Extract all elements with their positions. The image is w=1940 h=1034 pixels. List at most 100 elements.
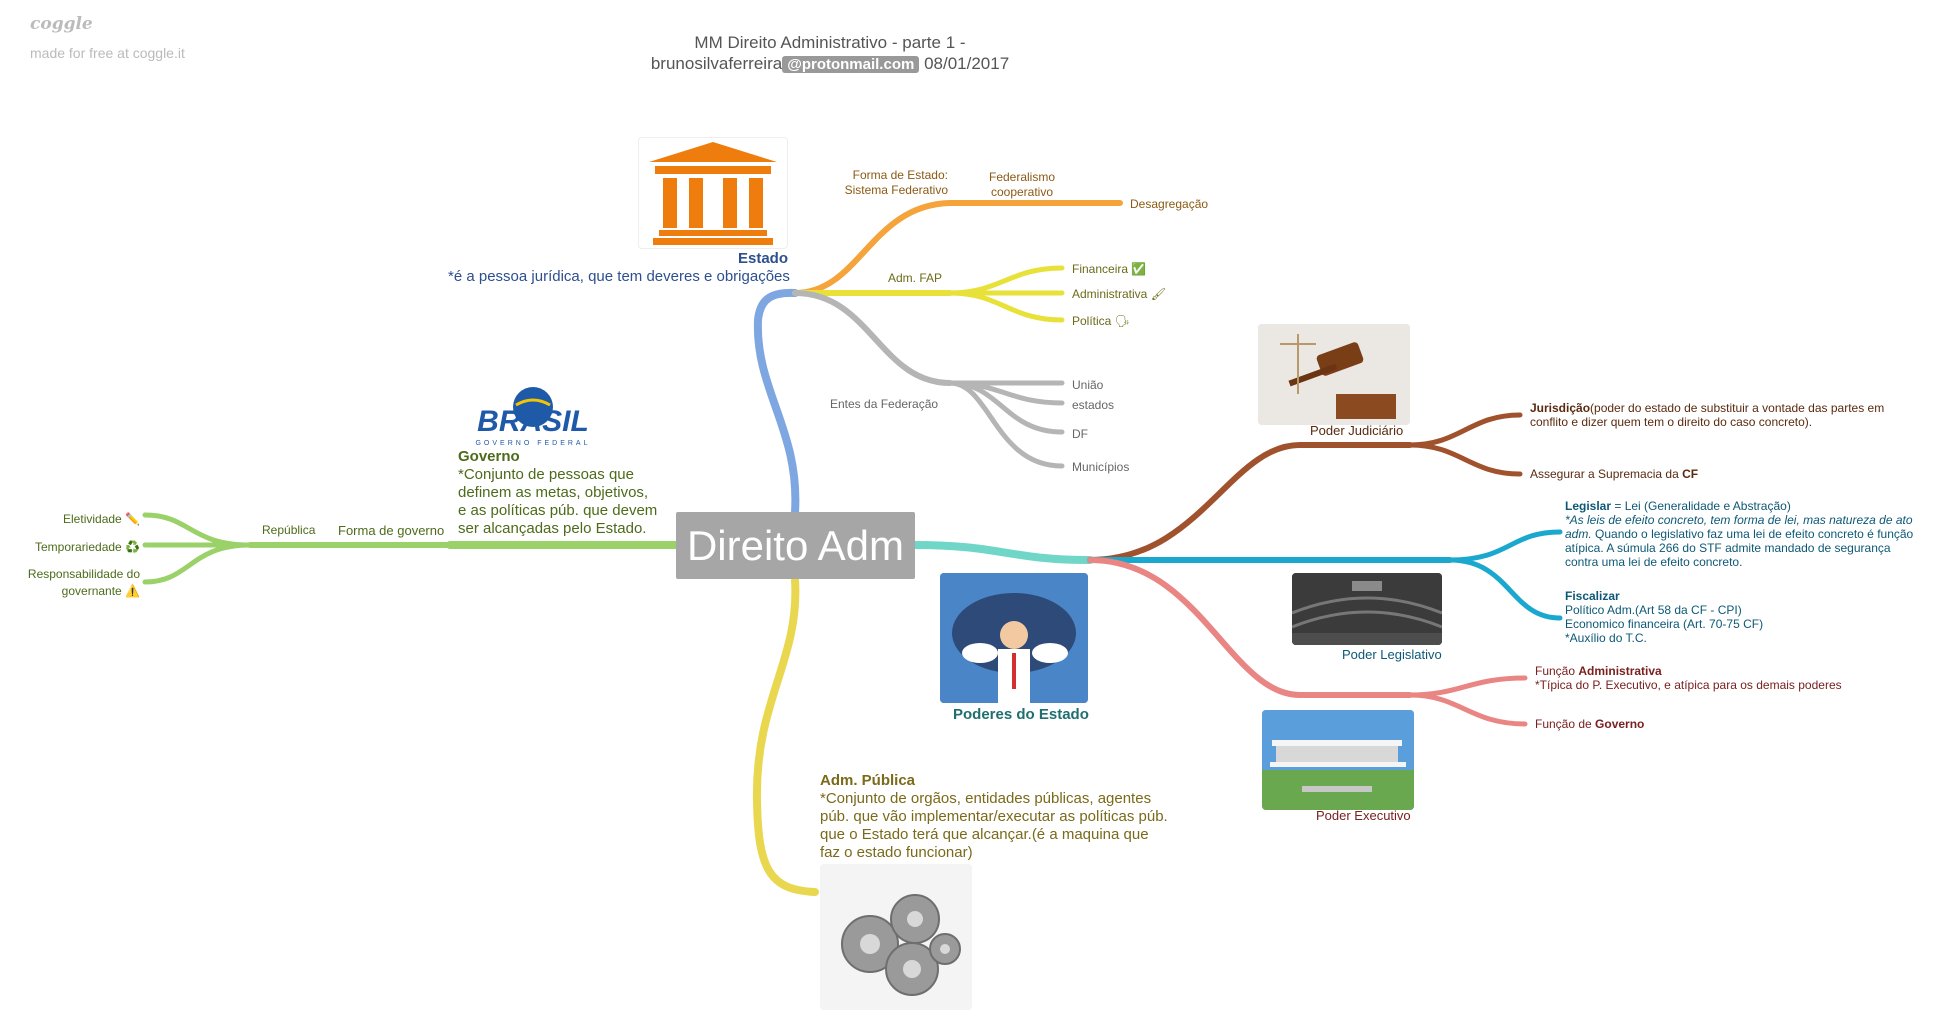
branch-jurisdicao xyxy=(1407,412,1523,448)
brasil-logo-sub: GOVERNO FEDERAL xyxy=(475,440,590,447)
governo-heading[interactable]: Governo xyxy=(458,448,520,465)
central-node[interactable]: Direito Adm xyxy=(676,512,915,579)
title-line2: brunosilvaferreira@protonmail.com 08/01/… xyxy=(590,53,1070,75)
branch-poderes xyxy=(911,541,1094,564)
legislar-text[interactable]: Legislar = Lei (Generalidade e Abstração… xyxy=(1565,499,1913,569)
funcao-administrativa-text[interactable]: Função Administrativa *Típica do P. Exec… xyxy=(1535,664,1842,692)
branch-funcao-gov xyxy=(1407,692,1528,727)
fap-politica[interactable]: Política 🗣 xyxy=(1072,314,1130,328)
branch-judiciario xyxy=(1087,442,1413,563)
judiciario-image xyxy=(1258,324,1410,425)
estado-building-image xyxy=(638,137,788,249)
governo-desc: *Conjunto de pessoas que definem as meta… xyxy=(458,466,657,538)
fiscalizar-line3: *Auxílio do T.C. xyxy=(1565,631,1647,645)
congress-icon xyxy=(1292,573,1442,645)
adm-publica-desc-line2: púb. que vão implementar/executar as pol… xyxy=(820,808,1168,825)
branch-funcao-adm xyxy=(1407,675,1528,698)
brasil-logo: BRASIL GOVERNO FEDERAL xyxy=(458,385,608,448)
poderes-image xyxy=(940,573,1088,703)
gavel-icon xyxy=(1258,324,1410,425)
adm-publica-heading[interactable]: Adm. Pública xyxy=(820,772,916,789)
entes-label[interactable]: Entes da Federação xyxy=(830,397,939,411)
fiscalizar-text[interactable]: Fiscalizar Político Adm.(Art 58 da CF - … xyxy=(1565,589,1763,645)
brasil-logo-text: BRASIL xyxy=(477,405,589,438)
entes-uniao[interactable]: União xyxy=(1072,378,1104,392)
building-icon xyxy=(649,142,777,245)
judiciario-label[interactable]: Poder Judiciário xyxy=(1310,423,1404,438)
gears-icon xyxy=(841,894,961,996)
responsabilidade-line1: Responsabilidade do xyxy=(27,567,140,581)
branch-assegurar xyxy=(1407,442,1523,477)
governo-desc-line1: *Conjunto de pessoas que xyxy=(458,466,634,483)
jurisdicao-bold: Jurisdição xyxy=(1530,401,1591,415)
branch-responsabilidade xyxy=(142,542,253,585)
fap-administrativa[interactable]: Administrativa 🖌 xyxy=(1072,287,1166,301)
title-user: brunosilvaferreira xyxy=(650,54,783,73)
federalismo-line1: Federalismo xyxy=(988,170,1056,184)
forma-governo-label[interactable]: Forma de governo xyxy=(338,523,445,538)
fiscalizar-line1: Político Adm.(Art 58 da CF - CPI) xyxy=(1565,603,1742,617)
executivo-image xyxy=(1262,710,1414,810)
adm-publica-desc: *Conjunto de orgãos, entidades públicas,… xyxy=(820,790,1168,862)
fap-financeira[interactable]: Financeira ✅ xyxy=(1072,262,1147,276)
responsabilidade-line2: governante ⚠️ xyxy=(61,584,140,598)
branch-fap-pol xyxy=(947,290,1065,323)
administrativa-bold: Administrativa xyxy=(1578,664,1662,678)
branch-executivo xyxy=(1087,557,1413,698)
legislar-rest: = Lei (Generalidade e Abstração) xyxy=(1611,499,1791,513)
coggle-logo[interactable]: coggle xyxy=(30,14,93,34)
branch-legislar xyxy=(1447,529,1563,563)
legislativo-label[interactable]: Poder Legislativo xyxy=(1342,647,1442,662)
funcao-adm-line1: Função Administrativa xyxy=(1535,664,1842,678)
legislar-quando: Quando o legislativo faz uma lei de efei… xyxy=(1591,527,1914,541)
responsabilidade-label[interactable]: Responsabilidade do governante ⚠️ xyxy=(0,566,140,600)
governo-desc-line4: ser alcançadas pelo Estado. xyxy=(458,520,647,537)
planalto-icon xyxy=(1262,710,1414,810)
legislar-bold: Legislar xyxy=(1565,499,1612,513)
fiscalizar-bold: Fiscalizar xyxy=(1565,589,1620,603)
desagregacao-label[interactable]: Desagregação xyxy=(1130,197,1209,211)
branch-fiscalizar xyxy=(1447,557,1563,621)
federalismo-line2: cooperativo xyxy=(990,185,1054,199)
temporariedade-label[interactable]: Temporariedade ♻️ xyxy=(35,540,140,554)
governo-bold: Governo xyxy=(1595,717,1645,731)
forma-estado-line1: Forma de Estado: xyxy=(852,168,948,182)
jurisdicao-line1: Jurisdição(poder do estado de substituir… xyxy=(1530,401,1884,415)
legislar-adm: adm. xyxy=(1565,527,1592,541)
entes-df[interactable]: DF xyxy=(1072,427,1088,441)
title-line1: MM Direito Administrativo - parte 1 - xyxy=(694,33,966,52)
governo-desc-line2: definem as metas, objetivos, xyxy=(458,484,649,501)
adm-fap-label[interactable]: Adm. FAP xyxy=(888,271,943,285)
jurisdicao-rest: (poder do estado de substituir a vontade… xyxy=(1590,401,1885,415)
branch-entes-mun xyxy=(947,380,1065,469)
jurisdicao-line2: conflito e dizer quem tem o direito do c… xyxy=(1530,415,1813,429)
legislar-line3: adm. Quando o legislativo faz uma lei de… xyxy=(1565,527,1913,541)
strong-man-icon xyxy=(940,573,1088,703)
assegurar-text[interactable]: Assegurar a Supremacia da CF xyxy=(1530,467,1698,481)
gears-image xyxy=(820,864,972,1010)
coggle-tagline[interactable]: made for free at coggle.it xyxy=(30,45,185,61)
governo-desc-line3: e as políticas púb. que devem xyxy=(458,502,658,519)
forma-estado-label[interactable]: Forma de Estado: Sistema Federativo xyxy=(830,168,948,198)
fiscalizar-heading: Fiscalizar xyxy=(1565,589,1763,603)
email-badge: @protonmail.com xyxy=(782,56,920,73)
federalismo-label[interactable]: Federalismo cooperativo xyxy=(972,170,1072,200)
jurisdicao-text[interactable]: Jurisdição(poder do estado de substituir… xyxy=(1530,401,1884,429)
branch-adm-publica xyxy=(752,576,819,896)
executivo-label[interactable]: Poder Executivo xyxy=(1316,808,1411,823)
brasil-logo-graphic: BRASIL GOVERNO FEDERAL xyxy=(475,387,590,447)
poderes-heading[interactable]: Poderes do Estado xyxy=(953,706,1089,723)
forma-estado-line2: Sistema Federativo xyxy=(844,183,948,197)
funcao-adm-line2: *Típica do P. Executivo, e atípica para … xyxy=(1535,678,1842,692)
funcao-prefix: Função xyxy=(1535,664,1579,678)
map-title: MM Direito Administrativo - parte 1 - br… xyxy=(590,32,1070,75)
republica-label[interactable]: República xyxy=(262,523,316,537)
entes-municipios[interactable]: Municípios xyxy=(1072,460,1130,474)
entes-estados[interactable]: estados xyxy=(1072,398,1115,412)
eletividade-label[interactable]: Eletividade ✏️ xyxy=(63,512,140,526)
estado-heading[interactable]: Estado xyxy=(738,250,789,267)
adm-publica-desc-line4: faz o estado funcionar) xyxy=(820,844,973,861)
branch-forma-estado xyxy=(792,200,1123,296)
funcao-governo-text[interactable]: Função de Governo xyxy=(1535,717,1644,731)
